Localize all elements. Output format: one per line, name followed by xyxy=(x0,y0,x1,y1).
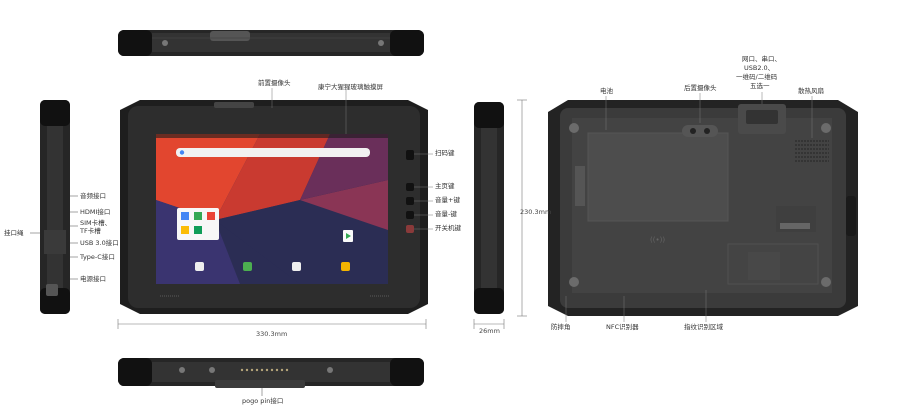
right-edge-device xyxy=(474,102,504,314)
nfc-badge: ((•)) xyxy=(650,236,666,244)
left-edge-device xyxy=(30,100,78,314)
label-tf: TF卡槽 xyxy=(80,227,101,235)
label-audio: 音频接口 xyxy=(80,192,106,200)
bottom-edge-device xyxy=(118,358,424,396)
label-bumper: 防摔角 xyxy=(551,323,571,331)
label-screen: 康宁大猩猩玻璃触摸屏 xyxy=(318,83,383,91)
label-usb3: USB 3.0接口 xyxy=(80,239,119,247)
label-front-camera: 前置摄像头 xyxy=(258,79,291,87)
label-strap: 挂口绳 xyxy=(4,229,24,237)
label-ports-1: 网口、串口、 xyxy=(742,55,781,63)
label-sim: SIM卡槽、 xyxy=(80,219,112,227)
label-hdmi: HDMI接口 xyxy=(80,208,111,216)
label-power-key: 开关机键 xyxy=(435,224,461,232)
pogo-pins xyxy=(240,368,289,372)
label-battery: 电池 xyxy=(600,87,613,95)
label-ports-4: 五选一 xyxy=(750,82,770,90)
label-ports-2: USB2.0、 xyxy=(744,64,775,72)
label-rear-camera: 后置摄像头 xyxy=(684,84,717,92)
label-typec: Type-C接口 xyxy=(80,253,115,261)
label-fingerprint: 指纹识别区域 xyxy=(684,323,723,331)
label-pogo: pogo pin接口 xyxy=(242,397,284,405)
label-fan: 散热风扇 xyxy=(798,87,824,95)
dimension-lines xyxy=(117,99,527,329)
label-vol-down: 音量-键 xyxy=(435,210,457,218)
back-device xyxy=(548,100,858,316)
callout-lines xyxy=(271,88,813,322)
fan-grille xyxy=(795,140,829,162)
label-ports-3: 一维码/二维码 xyxy=(736,73,778,81)
label-power-port: 电源接口 xyxy=(80,275,106,283)
label-vol-up: 音量+键 xyxy=(435,196,460,204)
label-home-key: 主页键 xyxy=(435,182,455,190)
screen xyxy=(156,134,388,284)
label-scan-key: 扫码键 xyxy=(435,149,455,157)
dimension-thickness: 26mm xyxy=(479,327,500,335)
top-edge-device xyxy=(118,30,424,56)
dimension-width: 330.3mm xyxy=(256,330,288,338)
label-nfc: NFC识别器 xyxy=(606,323,639,331)
dimension-height: 230.3mm xyxy=(520,208,552,216)
